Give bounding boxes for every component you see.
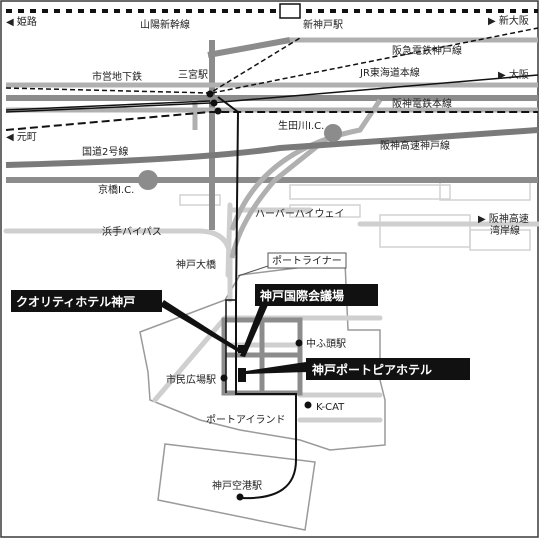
label-harbor-highway: ハーバーハイウェイ	[255, 208, 345, 220]
callout-pointers	[160, 300, 306, 374]
label-hanshin-wangan-2: 湾岸線	[490, 224, 520, 237]
light-roads	[3, 202, 539, 423]
label-hanshin-wangan-1: ▶ 阪神高速	[478, 212, 529, 225]
railways	[5, 9, 539, 500]
label-hanshin-kobe-line: 阪神高速神戸線	[380, 139, 450, 152]
callout-quality-hotel-label: クオリティホテル神戸	[16, 294, 135, 309]
label-sannomiya: 三宮駅	[178, 68, 208, 81]
callout-kobe-convention-label: 神戸国際会議場	[260, 288, 344, 303]
port-island-outline	[139, 261, 386, 531]
station-dots	[206, 90, 312, 501]
port-liner-label-box	[267, 252, 347, 269]
hanshin-expressway	[5, 127, 539, 168]
portopia-marker-1	[238, 368, 246, 376]
label-motomachi: ◀ 元町	[6, 132, 37, 143]
callout-quality-hotel: クオリティホテル神戸	[11, 290, 162, 312]
label-kobe-ohashi: 神戸大橋	[176, 258, 216, 271]
kyobashi-ic-marker	[138, 170, 158, 190]
callout-portopia-hotel: 神戸ポートピアホテル	[306, 358, 470, 380]
callout-kobe-convention: 神戸国際会議場	[255, 284, 378, 306]
label-shin-osaka: ▶ 新大阪	[488, 14, 529, 27]
label-kobe-airport: 神戸空港駅	[212, 479, 262, 492]
label-osaka: ▶ 大阪	[498, 68, 529, 81]
secondary-roads	[6, 37, 538, 259]
label-jr-tokaido: JR東海道本線	[359, 66, 420, 79]
label-kcat: K-CAT	[316, 402, 345, 413]
shin-kobe-station-box	[279, 3, 301, 19]
label-nakafuto: 中ふ頭駅	[306, 337, 346, 350]
label-hamate-bypass: 浜手バイパス	[102, 225, 162, 238]
callout-portopia-hotel-label: 神戸ポートピアホテル	[312, 362, 432, 377]
label-himeji: ◀ 姫路	[6, 15, 37, 28]
label-subway: 市営地下鉄	[92, 70, 142, 83]
ikutagawa-ic-marker	[324, 124, 342, 142]
portopia-marker-2	[238, 376, 246, 382]
label-shimin-hiroba: 市民広場駅	[166, 373, 216, 386]
label-ikutagawa-ic: 生田川I.C.	[278, 119, 324, 132]
convention-marker	[238, 345, 246, 353]
label-sanyo-shinkansen: 山陽新幹線	[140, 18, 190, 31]
label-hankyu: 阪急電鉄神戸線	[392, 44, 462, 57]
label-port-liner: ポートライナー	[272, 255, 342, 267]
label-route2: 国道2号線	[82, 145, 128, 158]
label-port-island: ポートアイランド	[206, 414, 286, 426]
label-hanshin-railway: 阪神電鉄本線	[392, 97, 452, 110]
label-shin-kobe-station: 新神戸駅	[303, 18, 343, 31]
port-liner-pointer	[237, 265, 269, 277]
label-kyobashi-ic: 京橋I.C.	[98, 183, 134, 196]
